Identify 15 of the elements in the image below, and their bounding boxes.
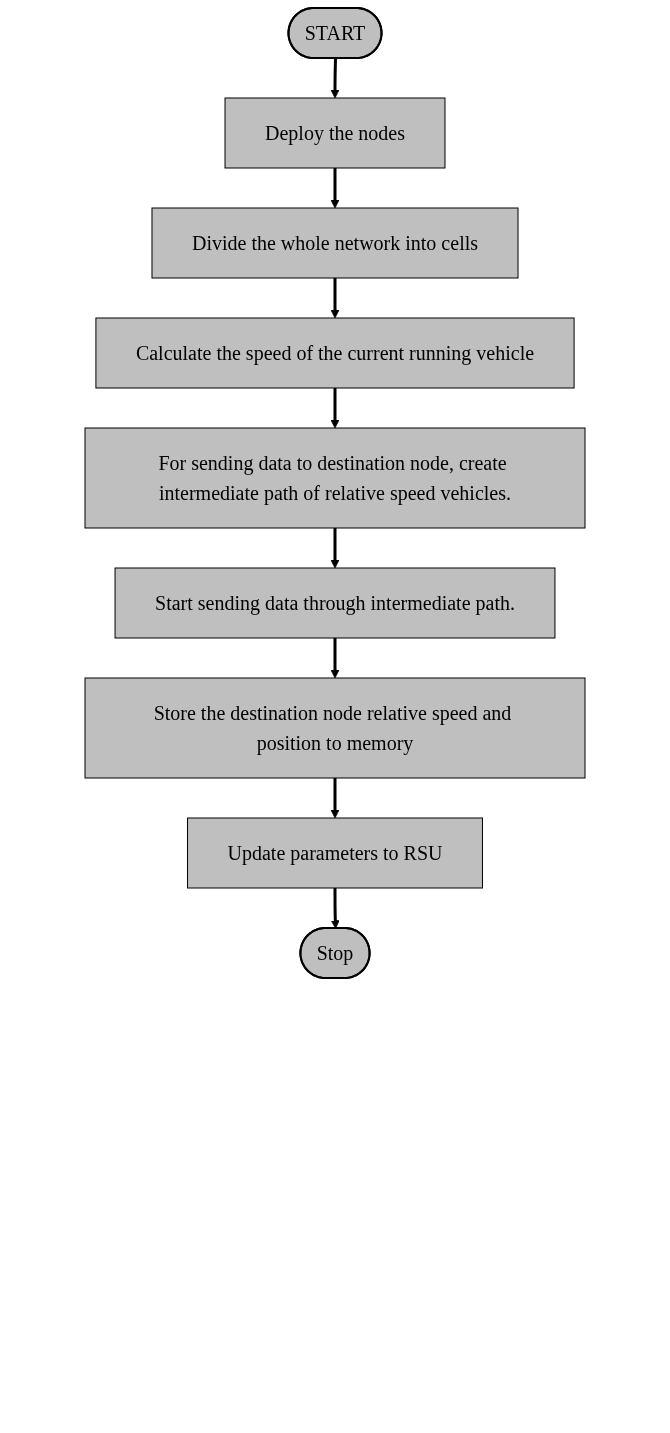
node-box: Divide the whole network into cells	[151, 207, 519, 279]
arrow	[330, 888, 340, 929]
node-box: Calculate the speed of the current running vehicle	[95, 317, 575, 389]
node-box: Start sending data through intermediate path.	[114, 567, 556, 639]
node-box: Update parameters to RSU	[187, 817, 483, 889]
arrow	[330, 168, 340, 209]
arrow	[330, 638, 340, 679]
arrow	[330, 528, 340, 569]
node-box: For sending data to destination node, create intermediate path of relative speed vehicles.	[84, 427, 586, 529]
arrow	[330, 278, 340, 319]
arrow	[330, 388, 340, 429]
node-box: Store the destination node relative speed and position to memory	[84, 677, 586, 779]
arrow	[330, 778, 340, 819]
arrow	[330, 58, 340, 99]
node-box: Deploy the nodes	[224, 97, 446, 169]
